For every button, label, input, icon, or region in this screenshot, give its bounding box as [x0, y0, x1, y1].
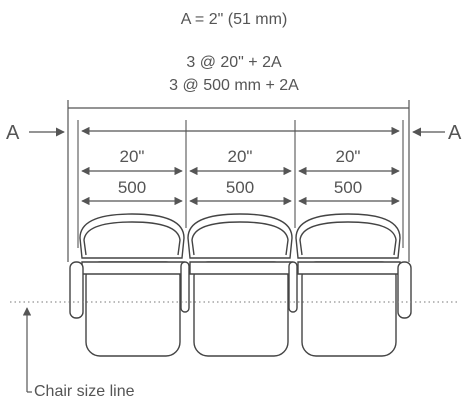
chair-3	[295, 213, 412, 357]
right-a-label: A	[448, 122, 462, 144]
seat-1-metric: 500	[118, 178, 146, 197]
spacing-a-label: A = 2" (51 mm)	[181, 11, 288, 28]
seat-3-imperial: 20"	[336, 147, 361, 166]
left-a-label: A	[6, 122, 20, 144]
seat-1-imperial: 20"	[120, 147, 145, 166]
size-line-label: Chair size line	[34, 383, 135, 400]
seat-3-metric: 500	[334, 178, 362, 197]
imperial-formula: 3 @ 20" + 2A	[186, 54, 282, 71]
metric-formula: 3 @ 500 mm + 2A	[169, 77, 299, 94]
chair-2	[187, 213, 298, 357]
chair-1	[69, 213, 190, 357]
seat-2-imperial: 20"	[228, 147, 253, 166]
seat-2-metric: 500	[226, 178, 254, 197]
